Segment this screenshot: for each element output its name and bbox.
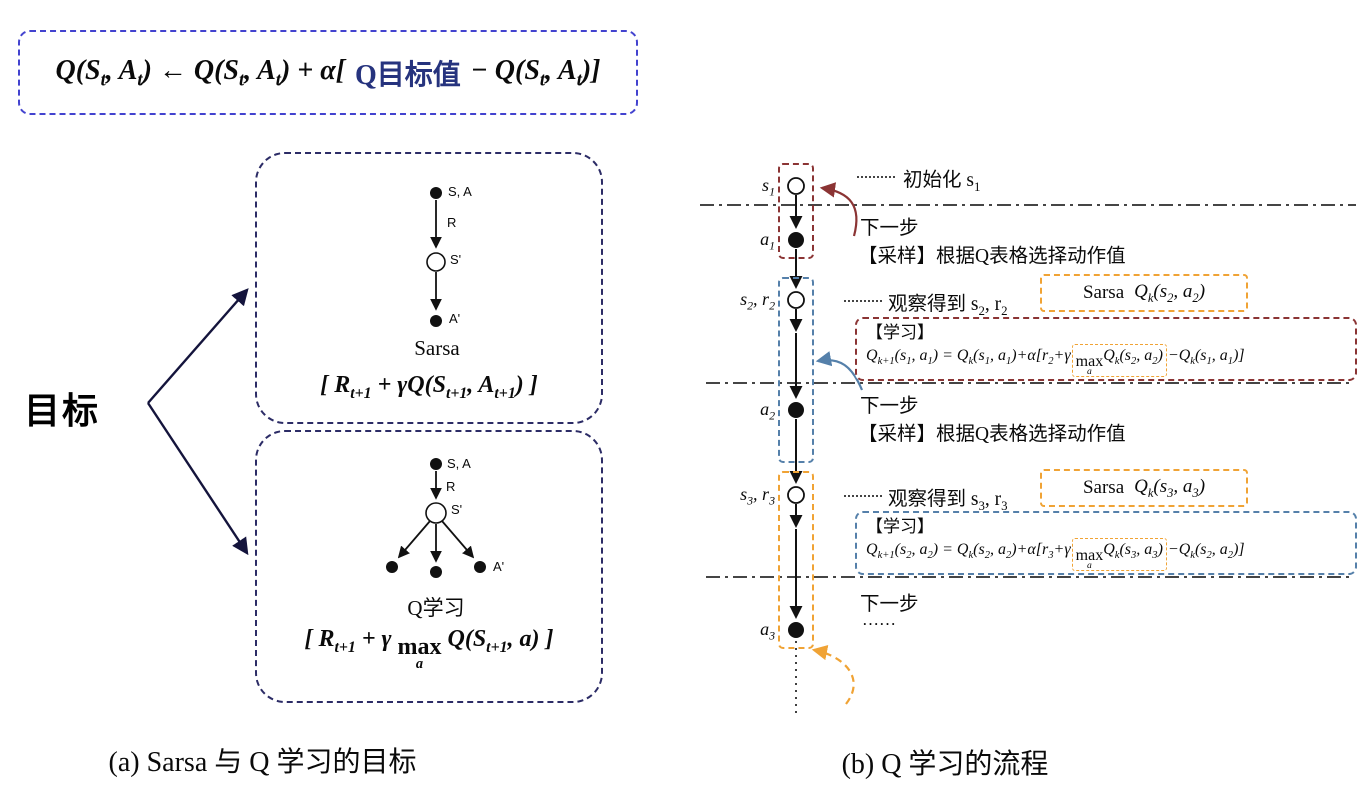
ellipsis-annotation: …… [862,610,896,629]
leader-dots [857,176,895,178]
sarsa-tag-label: Sarsa [1082,477,1125,498]
sarsa-label-aprime: A' [449,311,461,326]
learn2-pre: Qk+1(s2, a2) = Qk(s2, a2)+α[r3+γ [866,541,1071,562]
qlearning-target-box [255,430,603,703]
learn1-post: −Qk(s1, a1)] [1167,347,1245,368]
sarsa-tag-label: Sarsa [1082,282,1125,303]
chain-highlight-orange [778,471,814,649]
qlearning-label-sprime: S' [451,502,463,517]
caption-a: (a) Sarsa 与 Q 学习的目标 [108,747,417,778]
qlearning-label-r: R [446,479,456,494]
learn-label-1: 【学习】 [866,323,934,342]
sample-annotation-1: 【采样】根据Q表格选择动作值 [858,246,1126,267]
sarsa-tag-formula-2: Qk(s2, a2) [1134,280,1206,305]
next-step-annotation-3: 下一步 [860,594,919,615]
sample-annotation-2: 【采样】根据Q表格选择动作值 [858,424,1126,445]
chain-highlight-blue [778,277,814,463]
update-formula-pre: Q(St, At) ← Q(St, At) + α[ [55,54,346,90]
update-formula-post: − Q(St, At)] [470,54,601,90]
sarsa-target-box [255,152,603,424]
qlearning-title: Q学习 [407,596,465,620]
learn1-pre: Qk+1(s1, a1) = Qk(s1, a1)+α[r2+γ [866,347,1071,368]
goal-arrows [146,288,249,556]
sarsa-label-r: R [447,215,457,230]
sarsa-title: Sarsa [414,336,460,360]
qlearning-label-aprime: A' [493,559,505,574]
callout-arrow-init-red [819,182,858,237]
observe-annotation-3: 观察得到 s3, r3 [888,489,1008,513]
sarsa-target-formula: [ Rt+1 + γQ(St+1, At+1) ] [320,372,538,402]
chain-label-s2r2: s2, r2 [740,289,775,313]
chain-highlight-red [778,163,814,259]
observe-annotation-2: 观察得到 s2, r2 [888,294,1008,318]
q-update-formula-box: Q(St, At) ← Q(St, At) + α[ Q目标值 − Q(St, … [18,30,638,115]
sarsa-q-tag-2: Sarsa Qk(s2, a2) [1040,274,1248,312]
sarsa-label-sa: S, A [448,184,472,199]
chain-label-a1: a1 [760,229,775,253]
next-step-annotation-1: 下一步 [860,218,919,239]
chain-label-a3: a3 [760,619,775,643]
callout-arrow-next-orange [811,645,855,705]
goal-label: 目标 [24,391,101,431]
chain-label-s1: s1 [762,175,775,199]
qlearning-label-sa: S, A [447,456,471,471]
learn2-post: −Qk(s2, a2)] [1167,541,1245,562]
q-target-term: Q目标值 [355,59,461,91]
leader-dots [844,495,882,497]
learn-label-2: 【学习】 [866,517,934,536]
init-annotation: 初始化 s1 [903,170,981,194]
leader-dots [844,300,882,302]
chain-label-s3r3: s3, r3 [740,484,775,508]
sarsa-label-sprime: S' [450,252,462,267]
callout-arrows [811,182,864,705]
caption-b: (b) Q 学习的流程 [841,749,1049,780]
sarsa-tag-formula-3: Qk(s3, a3) [1134,475,1206,500]
chain-label-a2: a2 [760,399,775,423]
next-step-annotation-2: 下一步 [860,396,919,417]
goal-arrow-to-qlearning [146,402,249,556]
goal-arrow-to-sarsa [147,288,249,404]
sarsa-q-tag-3: Sarsa Qk(s3, a3) [1040,469,1248,507]
